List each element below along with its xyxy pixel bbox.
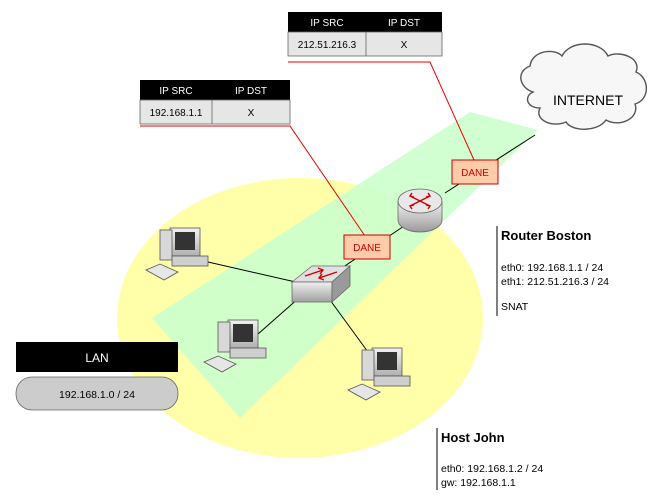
lan-title: LAN: [85, 351, 108, 365]
leader-inside-packet: [140, 125, 366, 237]
pc-icon-1: [145, 227, 209, 281]
dane-label-router-text: DANE: [461, 168, 489, 179]
inside-header-dst: IP DST: [235, 86, 267, 97]
router-nat: SNAT: [501, 301, 529, 313]
packet-table-inside: IP SRC IP DST 192.168.1.1 X: [139, 80, 291, 125]
host-gw: gw: 192.168.1.1: [441, 477, 516, 489]
lan-label-box: LAN 192.168.1.0 / 24: [15, 342, 179, 411]
link-pc3-switch: [329, 299, 369, 353]
leader-outside-packet: [288, 61, 475, 161]
router-title: Router Boston: [501, 228, 591, 243]
inside-header-src: IP SRC: [159, 86, 192, 97]
host-title: Host John: [441, 430, 505, 445]
link-pc2-switch: [257, 296, 301, 335]
host-info: Host John eth0: 192.168.1.2 / 24 gw: 192…: [436, 428, 543, 490]
link-pc1-switch: [207, 261, 301, 284]
outside-header-src: IP SRC: [310, 18, 343, 29]
outside-value-src: 212.51.216.3: [298, 40, 357, 51]
lan-subnet: 192.168.1.0 / 24: [59, 389, 135, 401]
inside-value-src: 192.168.1.1: [150, 108, 203, 119]
packet-leader-lines: [140, 61, 475, 237]
pc-icon-3: [347, 347, 411, 401]
router-eth1: eth1: 212.51.216.3 / 24: [501, 276, 609, 288]
host-eth0: eth0: 192.168.1.2 / 24: [441, 463, 543, 475]
outside-value-dst: X: [401, 40, 408, 51]
internet-cloud: INTERNET: [520, 43, 648, 130]
inside-value-dst: X: [248, 108, 255, 119]
pc-icon-2: [203, 319, 267, 373]
outside-header-dst: IP DST: [388, 18, 420, 29]
router-eth0: eth0: 192.168.1.1 / 24: [501, 262, 603, 274]
dane-label-router: DANE: [451, 159, 499, 185]
router-info: Router Boston eth0: 192.168.1.1 / 24 eth…: [496, 226, 609, 316]
internet-label: INTERNET: [553, 92, 623, 108]
dane-label-switch-text: DANE: [353, 243, 381, 254]
router-icon: [397, 188, 443, 233]
packet-table-outside: IP SRC IP DST 212.51.216.3 X: [287, 12, 443, 57]
switch-icon: [290, 265, 352, 303]
dane-label-switch: DANE: [343, 234, 391, 260]
